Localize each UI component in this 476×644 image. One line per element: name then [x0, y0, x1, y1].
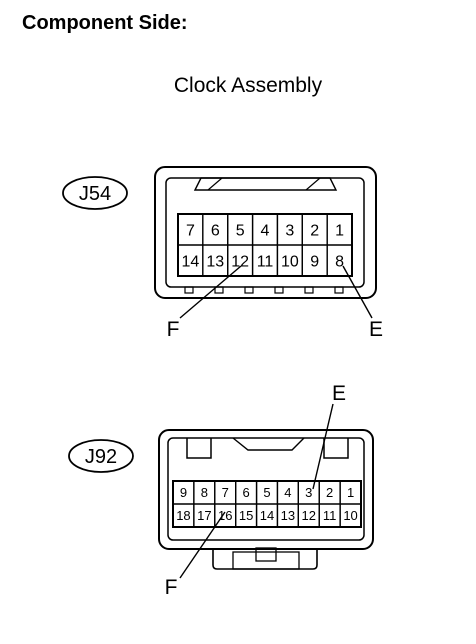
pin-number: 11: [257, 253, 274, 270]
connector-j92-label: J92: [85, 446, 117, 468]
connector-j54-top-latch: [193, 177, 338, 191]
pin-number: 9: [310, 253, 319, 270]
connector-j92-right-lock: [323, 438, 349, 459]
pin-number: 3: [305, 485, 312, 500]
pin-number: 10: [281, 253, 299, 270]
pin-number: 14: [260, 508, 274, 523]
connector-j92-top-notch: [232, 437, 305, 451]
connector-j54-leader-f: [179, 265, 242, 319]
pin-number: 9: [180, 485, 187, 500]
pin-number: 16: [218, 508, 232, 523]
page-heading: Component Side:: [22, 12, 188, 34]
connector-j54-bottom-tab: [334, 286, 344, 294]
connector-j92-key-tab: [232, 551, 300, 570]
pin-number: 5: [263, 485, 270, 500]
component-title: Clock Assembly: [173, 74, 323, 97]
connector-j92-inner-housing: [167, 437, 365, 541]
connector-j54-outer-housing: [154, 166, 377, 299]
connector-j54-bottom-tab: [304, 286, 314, 294]
pin-number: 1: [335, 222, 344, 239]
pin-number: 11: [323, 508, 337, 523]
connector-j54-label-ring: [62, 176, 128, 210]
connector-j54-bottom-tab: [244, 286, 254, 294]
pin-number: 17: [197, 508, 211, 523]
pin-number: 6: [242, 485, 249, 500]
pin-number: 12: [302, 508, 316, 523]
connector-j92-callout-e: E: [332, 382, 346, 405]
pin-number: 7: [222, 485, 229, 500]
connector-j54-bottom-tab: [214, 286, 224, 294]
pin-number: 3: [285, 222, 294, 239]
connector-j92-leader-f: [179, 511, 226, 579]
connector-j54-leader-e: [342, 265, 373, 319]
pin-number: 5: [236, 222, 245, 239]
connector-j54-latch-line: [207, 177, 223, 191]
pin-number: 2: [310, 222, 319, 239]
pin-number: 2: [326, 485, 333, 500]
connector-j92-key-center: [255, 547, 277, 562]
connector-j92-leader-e: [312, 403, 334, 490]
pin-number: 6: [211, 222, 220, 239]
pin-number: 4: [284, 485, 291, 500]
connector-j54-callout-e: E: [369, 318, 383, 341]
pin-cell: [326, 244, 353, 277]
pin-number: 4: [261, 222, 270, 239]
connector-j92-outer-housing: [158, 429, 374, 550]
connector-j54-latch-line: [305, 177, 321, 191]
pin-number: 10: [343, 508, 357, 523]
pin-number: 15: [239, 508, 253, 523]
pin-number: 1: [347, 485, 354, 500]
connector-j54-bottom-tab: [274, 286, 284, 294]
pin-number: 7: [186, 222, 195, 239]
pin-number: 14: [182, 253, 200, 270]
pin-number: 8: [201, 485, 208, 500]
pin-number: 18: [176, 508, 190, 523]
connector-j54-callout-f: F: [167, 318, 180, 341]
connector-j92-left-lock: [186, 438, 212, 459]
connector-j54-label: J54: [79, 183, 111, 205]
connector-j54-bottom-tab: [184, 286, 194, 294]
pin-number: 13: [206, 253, 224, 270]
pin-number: 8: [335, 253, 344, 270]
pin-cell: [339, 503, 362, 528]
connector-j92-callout-f: F: [165, 576, 178, 599]
pin-number: 12: [231, 253, 249, 270]
pin-number: 13: [281, 508, 295, 523]
connector-j92-label-ring: [68, 439, 134, 473]
